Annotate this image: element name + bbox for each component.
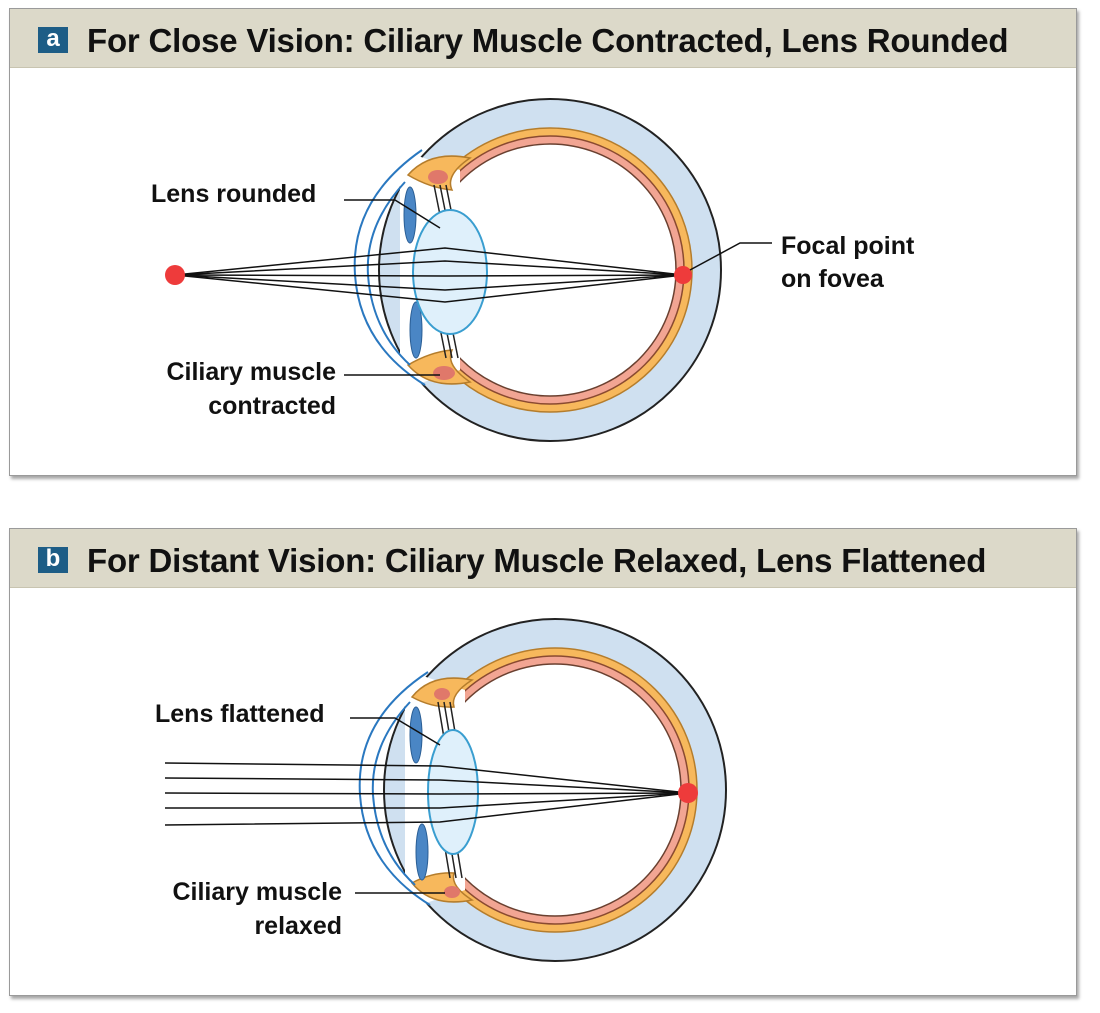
panel-distant-vision: b For Distant Vision: Ciliary Muscle Rel…	[9, 528, 1077, 996]
panel-a-header: a For Close Vision: Ciliary Muscle Contr…	[10, 9, 1076, 68]
light-rays-distant	[164, 762, 689, 826]
panel-close-vision: a For Close Vision: Ciliary Muscle Contr…	[9, 8, 1077, 476]
focal-point-fovea-a	[674, 266, 692, 284]
label-relaxed: relaxed	[254, 912, 342, 940]
label-lens-rounded: Lens rounded	[151, 180, 317, 208]
leader-lens-rounded	[344, 199, 441, 229]
label-contracted: contracted	[208, 392, 336, 420]
panel-a-letter-badge: a	[38, 27, 68, 53]
light-rays-close	[174, 247, 684, 303]
panel-b-letter-badge: b	[38, 547, 68, 573]
focal-point-fovea-b	[678, 783, 698, 803]
label-ciliary-muscle-a: Ciliary muscle	[166, 358, 336, 386]
panel-b-header: b For Distant Vision: Ciliary Muscle Rel…	[10, 529, 1076, 588]
label-lens-flattened: Lens flattened	[155, 700, 325, 728]
label-ciliary-muscle-b: Ciliary muscle	[172, 878, 342, 906]
leader-lens-flattened	[350, 717, 441, 746]
panel-b-title: For Distant Vision: Ciliary Muscle Relax…	[87, 542, 987, 579]
label-focal-point: Focal point	[781, 232, 915, 260]
label-on-fovea: on fovea	[781, 265, 884, 293]
near-object-point	[165, 265, 185, 285]
leader-focal-point	[689, 242, 772, 271]
panel-a-title: For Close Vision: Ciliary Muscle Contrac…	[87, 22, 1009, 59]
